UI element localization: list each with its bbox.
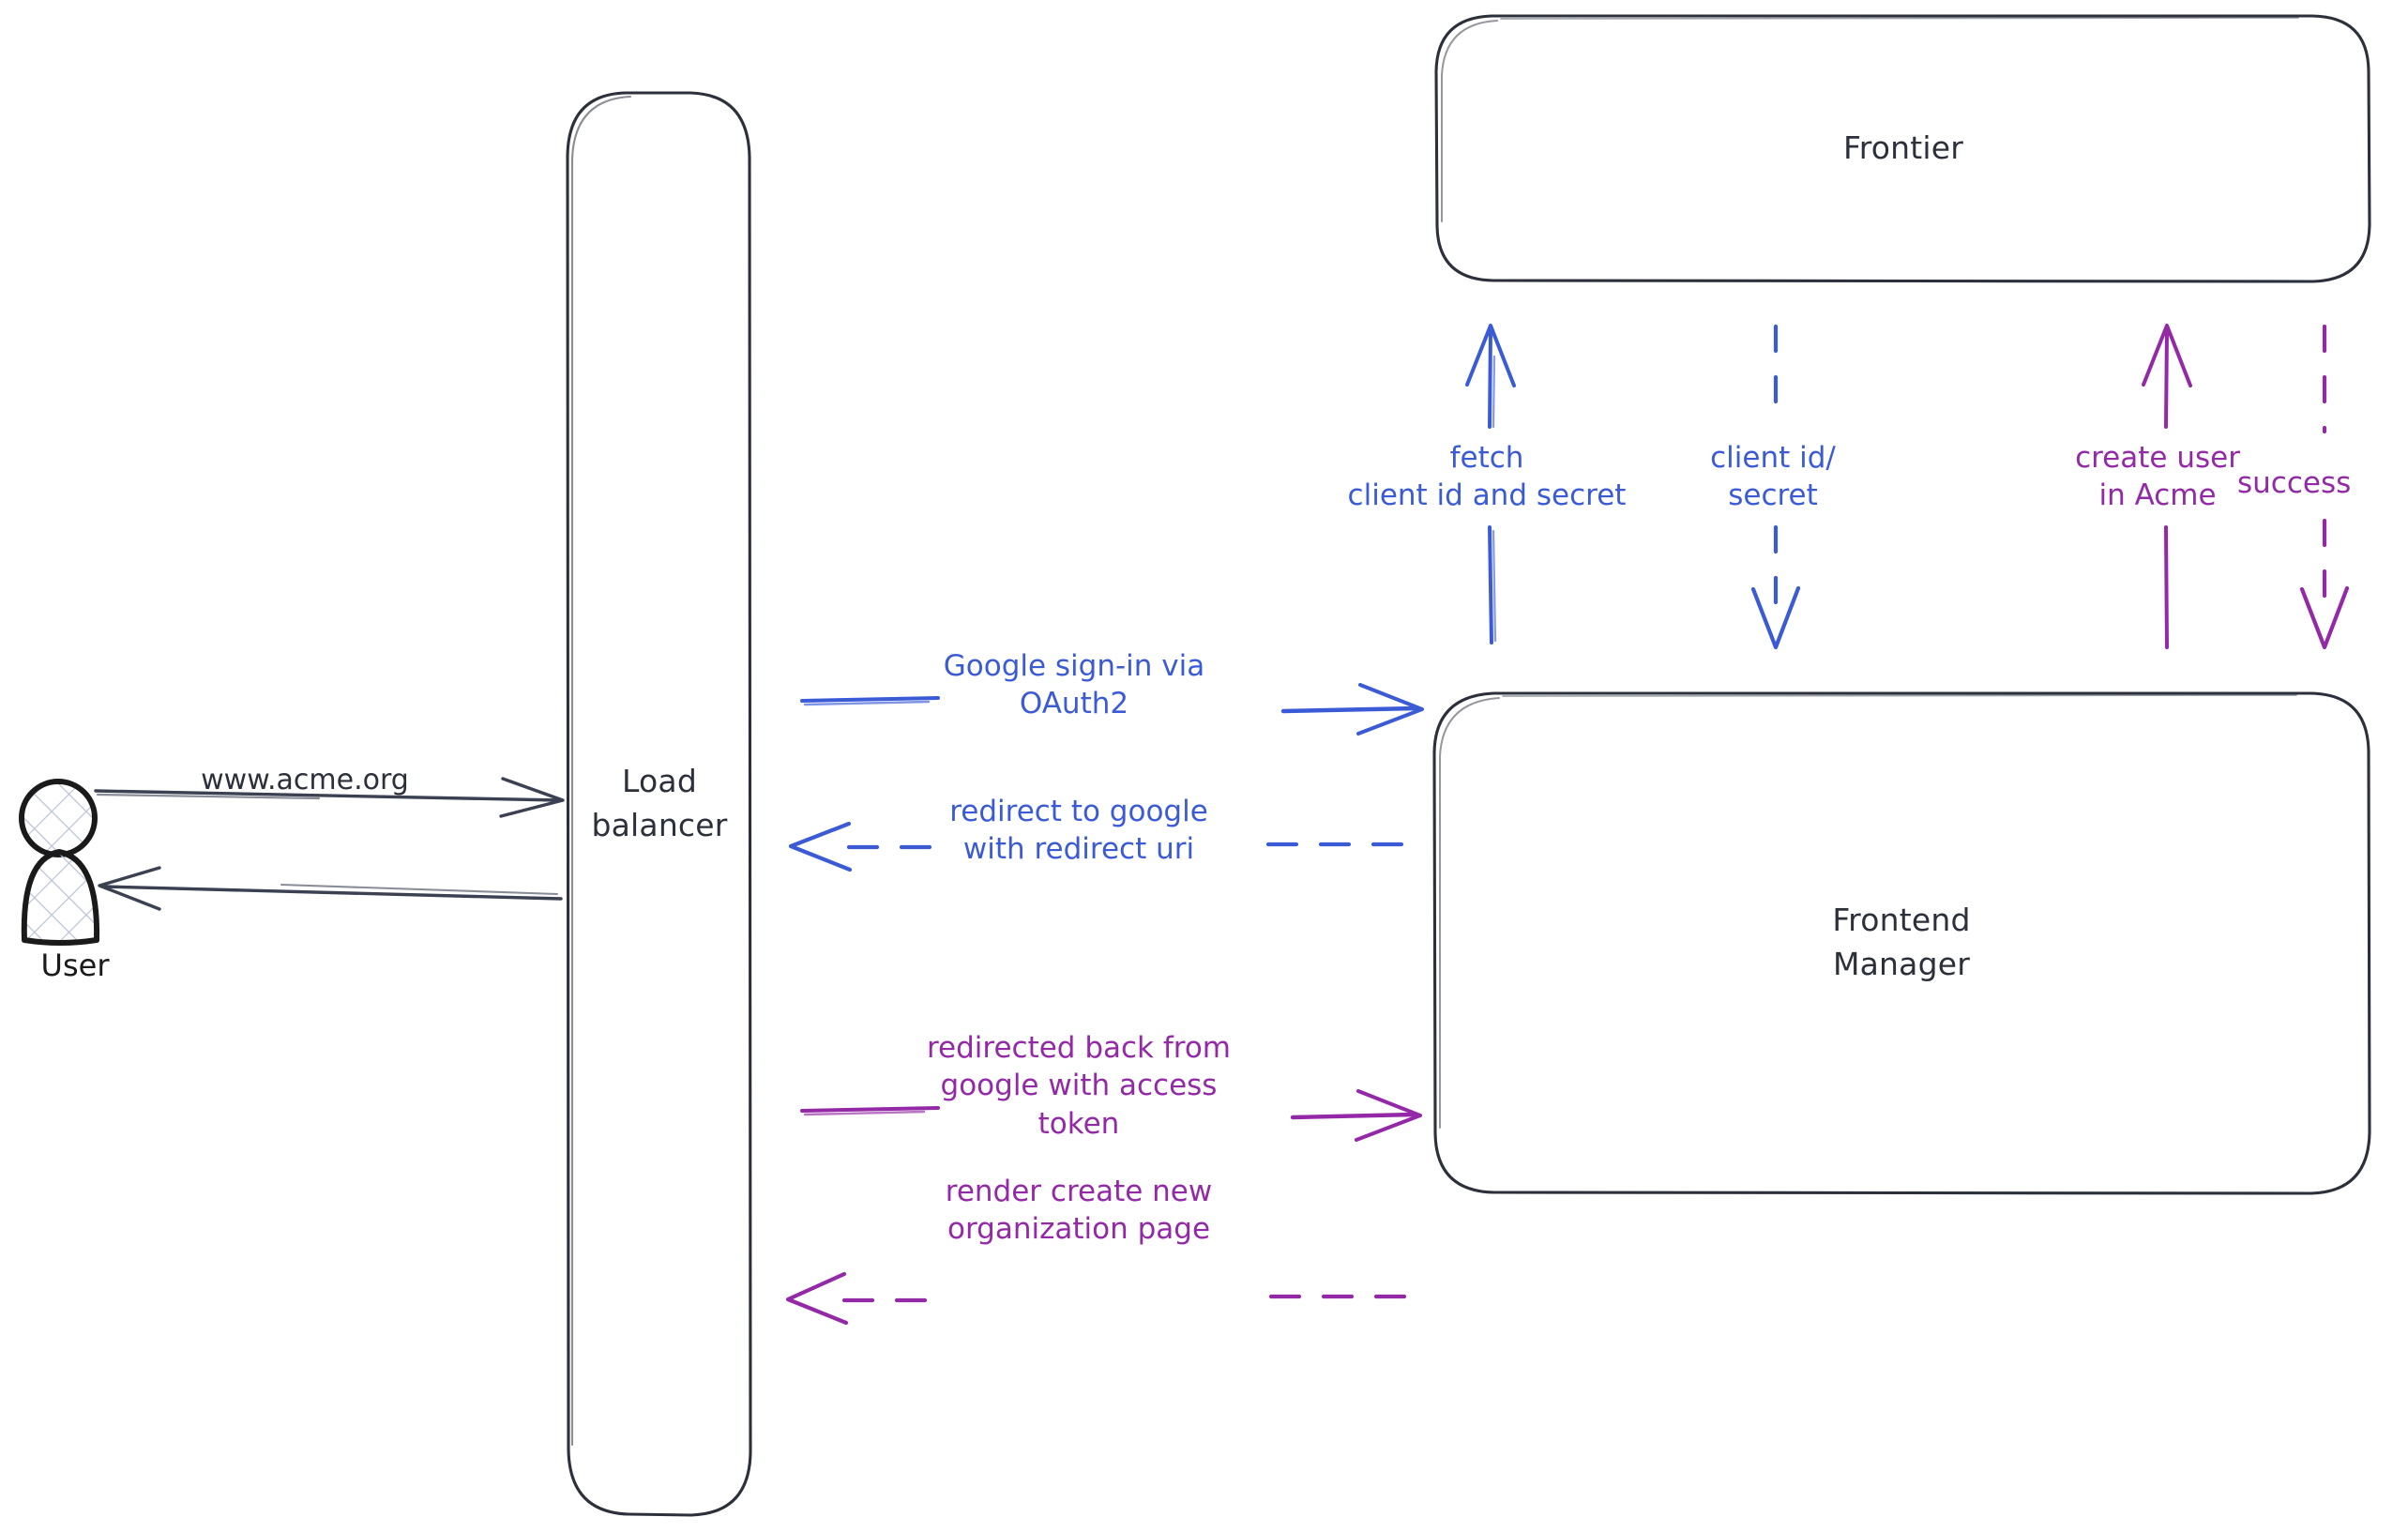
- frontend-manager-box-outline: [1432, 691, 2371, 1195]
- edge-client-id-secret: [1750, 324, 1801, 650]
- node-load-balancer-label: Load balancer: [591, 763, 728, 843]
- node-frontend-manager[interactable]: Frontend Manager: [1434, 692, 2369, 1193]
- edge-load-balancer-to-user: [98, 866, 563, 911]
- node-load-balancer[interactable]: Load balancer: [567, 92, 752, 1516]
- edge-create-user-acme: [2142, 324, 2192, 649]
- edge-redirect-to-google: [788, 821, 1421, 872]
- node-frontier-label: Frontier: [1842, 129, 1964, 166]
- load-balancer-box-outline: [566, 91, 752, 1517]
- edge-success: [2299, 324, 2350, 650]
- actor-user-label: User: [40, 948, 110, 983]
- frontier-box-outline: [1434, 14, 2371, 283]
- edge-redirected-back: [800, 1089, 1422, 1142]
- person-icon: [19, 779, 100, 946]
- edge-render-create-org: [785, 1271, 1419, 1326]
- edge-google-signin: [800, 683, 1424, 736]
- edge-user-to-load-balancer: [94, 777, 565, 818]
- node-frontend-manager-label: Frontend Manager: [1832, 902, 1971, 982]
- node-frontier[interactable]: Frontier: [1436, 15, 2370, 281]
- edge-fetch-client-secret: [1465, 324, 1516, 645]
